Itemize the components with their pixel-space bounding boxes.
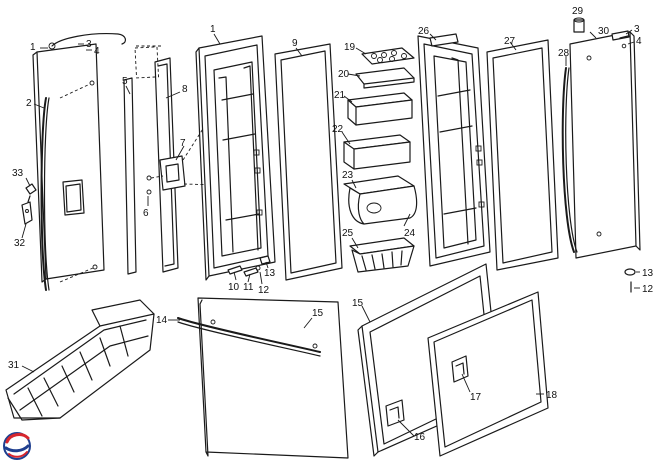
callout-10: 10 bbox=[228, 282, 240, 293]
callout-15-liner: 15 bbox=[352, 298, 364, 309]
door-trim-strip-part-5 bbox=[123, 77, 137, 275]
callout-27: 27 bbox=[504, 36, 516, 47]
hinge-bracket-part-7 bbox=[146, 109, 221, 195]
callout-17: 17 bbox=[470, 392, 482, 403]
door-bin-part-23 bbox=[343, 175, 418, 225]
callout-33: 33 bbox=[12, 168, 24, 179]
hinge-wire-part-1 bbox=[48, 33, 127, 50]
callout-numbers: 1 3 4 2 33 32 5 8 7 6 1 9 10 11 12 13 19… bbox=[8, 6, 654, 443]
left-door-outer-panel bbox=[32, 43, 105, 291]
callout-29: 29 bbox=[572, 6, 584, 17]
door-bin-part-21 bbox=[347, 92, 413, 126]
callout-3-right: 3 bbox=[634, 24, 640, 35]
freezer-drawer-gasket bbox=[427, 291, 549, 457]
right-door-gasket bbox=[486, 39, 559, 271]
callout-24: 24 bbox=[404, 228, 416, 239]
callout-22: 22 bbox=[332, 124, 344, 135]
callout-2: 2 bbox=[26, 98, 32, 109]
callout-28: 28 bbox=[558, 48, 570, 59]
callout-32: 32 bbox=[14, 238, 26, 249]
callout-1-left: 1 bbox=[30, 42, 36, 53]
bracket-part-32 bbox=[21, 183, 37, 225]
callout-3-left: 3 bbox=[86, 39, 92, 50]
freezer-drawer-front bbox=[177, 297, 349, 459]
callout-16: 16 bbox=[414, 432, 426, 443]
callout-12-right: 12 bbox=[642, 284, 654, 295]
door-bin-part-22 bbox=[343, 134, 411, 170]
egg-tray-part-19 bbox=[361, 47, 415, 65]
callout-13-right: 13 bbox=[642, 268, 654, 279]
callout-11: 11 bbox=[243, 282, 254, 293]
callout-21: 21 bbox=[334, 90, 346, 101]
callout-7: 7 bbox=[180, 138, 186, 149]
callout-30: 30 bbox=[598, 26, 610, 37]
callout-25: 25 bbox=[342, 228, 354, 239]
hinge-part-29 bbox=[573, 17, 585, 33]
dairy-cover-part-20 bbox=[355, 67, 415, 89]
callout-18: 18 bbox=[546, 390, 558, 401]
callout-15-drawer: 15 bbox=[312, 308, 324, 319]
callout-5: 5 bbox=[122, 76, 128, 87]
hinge-parts-12-13-right bbox=[624, 268, 636, 293]
callout-4-left: 4 bbox=[94, 46, 100, 57]
callout-12-left: 12 bbox=[258, 285, 270, 296]
callout-31: 31 bbox=[8, 360, 20, 371]
left-door-gasket bbox=[274, 43, 343, 281]
callout-4-right: 4 bbox=[636, 36, 642, 47]
right-door-frame bbox=[417, 33, 491, 267]
door-bin-part-25 bbox=[349, 237, 415, 273]
callout-26: 26 bbox=[418, 26, 430, 37]
freezer-basket bbox=[5, 299, 155, 421]
right-door-outer-panel bbox=[561, 30, 641, 259]
left-door-frame bbox=[195, 35, 276, 281]
callout-23: 23 bbox=[342, 170, 354, 181]
callout-19: 19 bbox=[344, 42, 356, 53]
leader-lines bbox=[21, 29, 640, 437]
slide-bracket-part-17 bbox=[451, 355, 469, 383]
logo-icon bbox=[3, 432, 31, 460]
callout-9: 9 bbox=[292, 38, 298, 49]
callout-1-center: 1 bbox=[210, 24, 216, 35]
callout-6: 6 bbox=[143, 208, 149, 219]
hinge-parts-3-4-right bbox=[619, 35, 629, 49]
callout-20: 20 bbox=[338, 69, 350, 80]
callout-13-left: 13 bbox=[264, 268, 276, 279]
small-clips-10-13 bbox=[227, 255, 271, 277]
callout-14: 14 bbox=[156, 315, 168, 326]
callout-8: 8 bbox=[182, 84, 188, 95]
